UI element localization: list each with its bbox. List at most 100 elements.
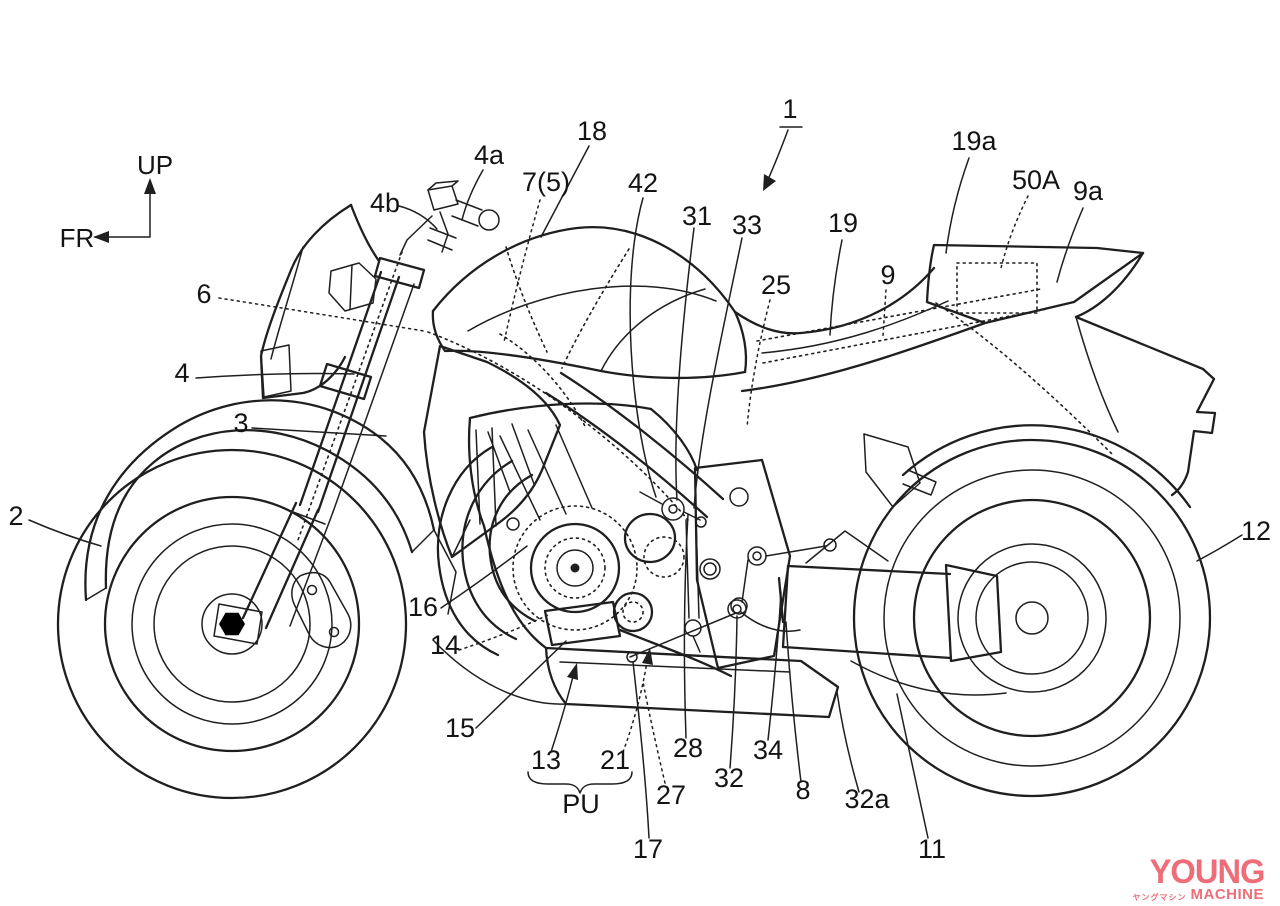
leader-9 [882, 289, 887, 337]
leader-19 [829, 239, 843, 336]
ref-label-18: 18 [577, 116, 607, 146]
hidden-frame-line [427, 331, 689, 521]
ref-label-pu: PU [562, 789, 600, 819]
leader-28 [683, 513, 689, 739]
pu-brace [527, 771, 633, 794]
fr-arrow-icon [93, 231, 109, 243]
crank-hidden-circle [512, 505, 638, 631]
leader-31 [675, 227, 695, 501]
leader-32 [729, 615, 738, 769]
rear-fender [901, 251, 1217, 509]
pillion-bracket [863, 433, 921, 508]
headlight [328, 262, 377, 312]
bell-crank [661, 497, 685, 521]
leader-19a [945, 157, 970, 254]
ref-label-16: 16 [408, 592, 438, 622]
upper-triple-clamp [373, 256, 426, 290]
leader-27 [642, 681, 666, 784]
ref-label-14: 14 [430, 630, 460, 660]
axis-label-up: UP [137, 150, 173, 180]
pivot-plate [693, 458, 792, 670]
leader-16 [440, 545, 528, 609]
ref-label-33: 33 [732, 210, 762, 240]
ref-label-4: 4 [174, 358, 189, 388]
footpeg-bracket [727, 538, 837, 632]
rear-wheel [852, 438, 1212, 798]
ref-label-27: 27 [656, 780, 686, 810]
leader-13-arrowhead [567, 663, 578, 680]
ref-label-17: 17 [633, 834, 663, 864]
leader-4b [398, 205, 438, 230]
motorcycle-drawing [56, 180, 1217, 800]
leader-21-arrowhead [642, 648, 653, 665]
ref-label-9: 9 [880, 260, 895, 290]
watermark-subtitle: MACHINE [1190, 886, 1264, 903]
hugger-arc [901, 424, 1192, 509]
leader-3 [251, 427, 387, 437]
leader-13 [550, 667, 576, 753]
ref-label-2: 2 [8, 501, 23, 531]
front-fork [241, 215, 433, 630]
leader-2 [28, 519, 102, 547]
ref-label-15: 15 [445, 713, 475, 743]
mud-flap [1074, 315, 1217, 497]
ref-label-32: 32 [714, 763, 744, 793]
hidden-airbox-line [499, 333, 587, 429]
ref-label-11: 11 [918, 834, 946, 864]
front-wheel [56, 448, 408, 800]
swingarm [781, 530, 1007, 696]
ref-label-31: 31 [682, 201, 712, 231]
leader-50A [1000, 195, 1029, 269]
leader-32a [836, 691, 860, 793]
leader-12 [1196, 534, 1243, 562]
leader-6 [218, 297, 425, 332]
hidden-box-50A [956, 262, 1038, 314]
ref-label-13: 13 [531, 745, 561, 775]
front-fender [84, 399, 457, 615]
brake-pedal [740, 611, 801, 632]
mirror-indicator [427, 180, 500, 253]
leader-1 [765, 129, 789, 185]
pump-cover [612, 591, 654, 633]
subframe-hidden-line [756, 288, 1042, 342]
front-brake-caliper [291, 571, 352, 649]
front-axle-nut [219, 612, 245, 636]
ref-label-12: 12 [1241, 516, 1271, 546]
oil-pan [544, 646, 840, 719]
ref-label-8: 8 [795, 775, 810, 805]
leader-4 [195, 372, 355, 379]
seat-tail-cowl [733, 243, 1145, 508]
ref-label-28: 28 [673, 733, 703, 763]
leader-21 [622, 655, 649, 753]
reference-leaders [28, 126, 1243, 839]
front-duct [260, 344, 292, 398]
fuel-tank [427, 226, 748, 521]
orientation-axes: UP FR [60, 150, 173, 253]
lower-triple-clamp [318, 362, 373, 401]
leader-42 [629, 197, 657, 498]
headlight-cowl [259, 203, 381, 400]
leader-14 [458, 613, 551, 651]
signal-lens [478, 209, 500, 231]
leader-15 [475, 640, 567, 729]
ref-label-25: 25 [761, 270, 791, 300]
ref-label-42: 42 [628, 168, 658, 198]
ref-label-6: 6 [196, 279, 211, 309]
leader-8 [785, 621, 802, 783]
leader-11 [896, 693, 929, 839]
leader-4a [461, 169, 484, 221]
ref-label-32a: 32a [844, 784, 890, 814]
exhaust [432, 445, 733, 705]
leader-1-arrowhead [763, 174, 776, 191]
ref-label-19a: 19a [951, 126, 997, 156]
exhaust-collector [543, 600, 622, 647]
axis-label-fr: FR [60, 223, 95, 253]
ref-label-21: 21 [600, 745, 630, 775]
ref-label-34: 34 [753, 735, 783, 765]
ref-label-4a: 4a [474, 140, 505, 170]
ref-label-9a: 9a [1073, 176, 1104, 206]
up-arrow-icon [144, 178, 156, 194]
leader-34 [767, 591, 782, 741]
leader-25 [746, 299, 771, 429]
axis-lines [94, 181, 151, 238]
